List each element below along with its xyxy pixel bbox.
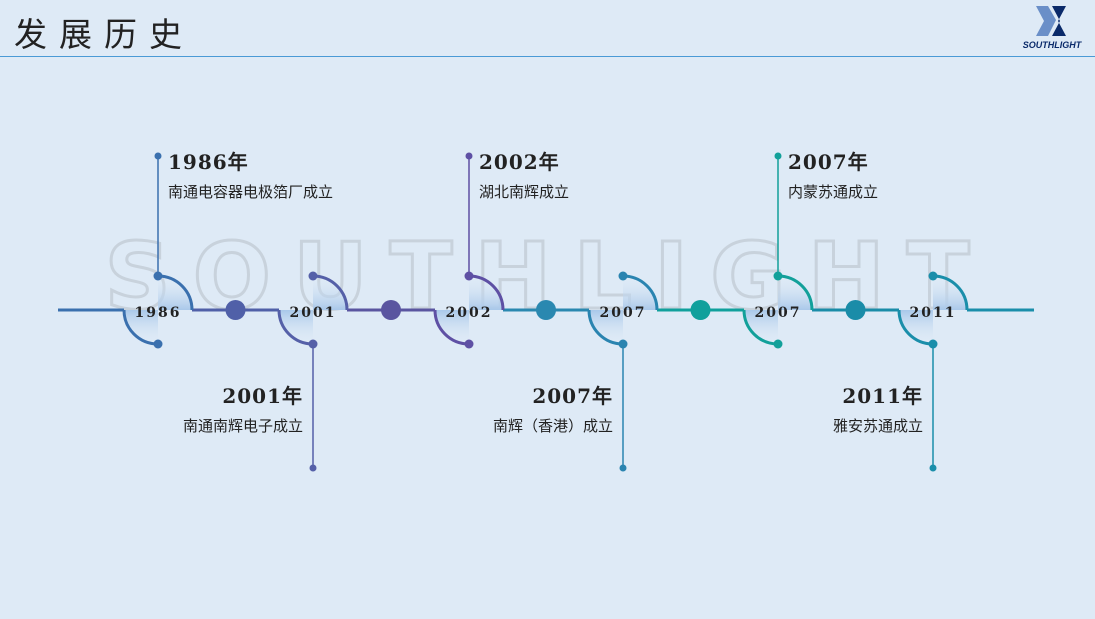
node-fill-upper bbox=[778, 276, 812, 310]
event-year: 2001年 bbox=[222, 384, 303, 408]
event-year: 2002年 bbox=[479, 150, 560, 174]
node-fill-lower bbox=[589, 310, 623, 344]
milestone-dot bbox=[690, 300, 711, 320]
event-stem-dot bbox=[309, 464, 317, 472]
node-fill-upper bbox=[469, 276, 503, 310]
node-end-dot bbox=[464, 339, 474, 349]
header-divider bbox=[0, 56, 1095, 57]
logo-icon bbox=[1036, 6, 1066, 36]
node-arc-upper bbox=[312, 274, 349, 311]
event-label: 1986年南通电容器电极箔厂成立 bbox=[168, 146, 333, 202]
node-arc-lower bbox=[277, 309, 314, 346]
event-stem-dot bbox=[774, 152, 782, 160]
node-fill-upper bbox=[623, 276, 657, 310]
node-fill-upper bbox=[158, 276, 192, 310]
event-year: 2007年 bbox=[788, 150, 869, 174]
event-label: 2007年内蒙苏通成立 bbox=[788, 146, 878, 202]
event-year: 1986年 bbox=[168, 150, 249, 174]
event-stem-dot bbox=[465, 152, 473, 160]
node-year-label: 2011 bbox=[910, 305, 957, 321]
node-year-label: 2002 bbox=[446, 305, 493, 321]
event-stem-dot bbox=[929, 464, 937, 472]
node-fill-lower bbox=[899, 310, 933, 344]
southlight-logo: SOUTHLIGHT bbox=[1017, 4, 1087, 50]
node-arc-lower bbox=[122, 309, 159, 346]
node-fill-lower bbox=[279, 310, 313, 344]
node-arc-upper bbox=[157, 274, 194, 311]
page-title: 发展历史 bbox=[14, 15, 194, 54]
node-fill-lower bbox=[435, 310, 469, 344]
node-arc-upper bbox=[932, 274, 969, 311]
node-end-dot bbox=[308, 271, 318, 281]
event-year: 2007年 bbox=[532, 384, 613, 408]
event-label: 2011年雅安苏通成立 bbox=[833, 380, 923, 436]
milestone-dot bbox=[225, 300, 246, 320]
node-year-label: 2001 bbox=[290, 305, 337, 321]
node-end-dot bbox=[773, 339, 783, 349]
milestone-dot bbox=[536, 300, 556, 320]
node-year-label: 2007 bbox=[600, 305, 647, 321]
node-year-label: 1986 bbox=[135, 305, 182, 321]
event-stem-dot bbox=[619, 464, 627, 472]
node-arc-lower bbox=[433, 309, 470, 346]
node-end-dot bbox=[153, 339, 163, 349]
event-description: 南通南辉电子成立 bbox=[182, 417, 303, 435]
event-label: 2007年南辉（香港）成立 bbox=[493, 380, 613, 436]
node-year-label: 2007 bbox=[755, 305, 802, 321]
node-end-dot bbox=[618, 271, 628, 281]
event-description: 雅安苏通成立 bbox=[832, 417, 923, 435]
node-arc-upper bbox=[777, 274, 814, 311]
event-description: 湖北南辉成立 bbox=[479, 183, 570, 201]
node-arc-lower bbox=[897, 309, 934, 346]
event-description: 南辉（香港）成立 bbox=[492, 417, 613, 435]
event-label: 2001年南通南辉电子成立 bbox=[183, 380, 303, 436]
event-description: 内蒙苏通成立 bbox=[788, 183, 879, 201]
event-description: 南通电容器电极箔厂成立 bbox=[168, 183, 334, 201]
node-end-dot bbox=[928, 271, 938, 281]
milestone-dot bbox=[845, 300, 866, 320]
node-fill-lower bbox=[124, 310, 158, 344]
event-year: 2011年 bbox=[842, 384, 923, 408]
event-stem-dot bbox=[154, 152, 162, 160]
node-fill-lower bbox=[744, 310, 778, 344]
node-fill-upper bbox=[313, 276, 347, 310]
node-arc-upper bbox=[622, 274, 659, 311]
node-arc-upper bbox=[468, 274, 505, 311]
node-arc-lower bbox=[742, 309, 779, 346]
node-arc-lower bbox=[587, 309, 624, 346]
event-label: 2002年湖北南辉成立 bbox=[479, 146, 569, 202]
milestone-dot bbox=[381, 300, 401, 320]
node-fill-upper bbox=[933, 276, 967, 310]
